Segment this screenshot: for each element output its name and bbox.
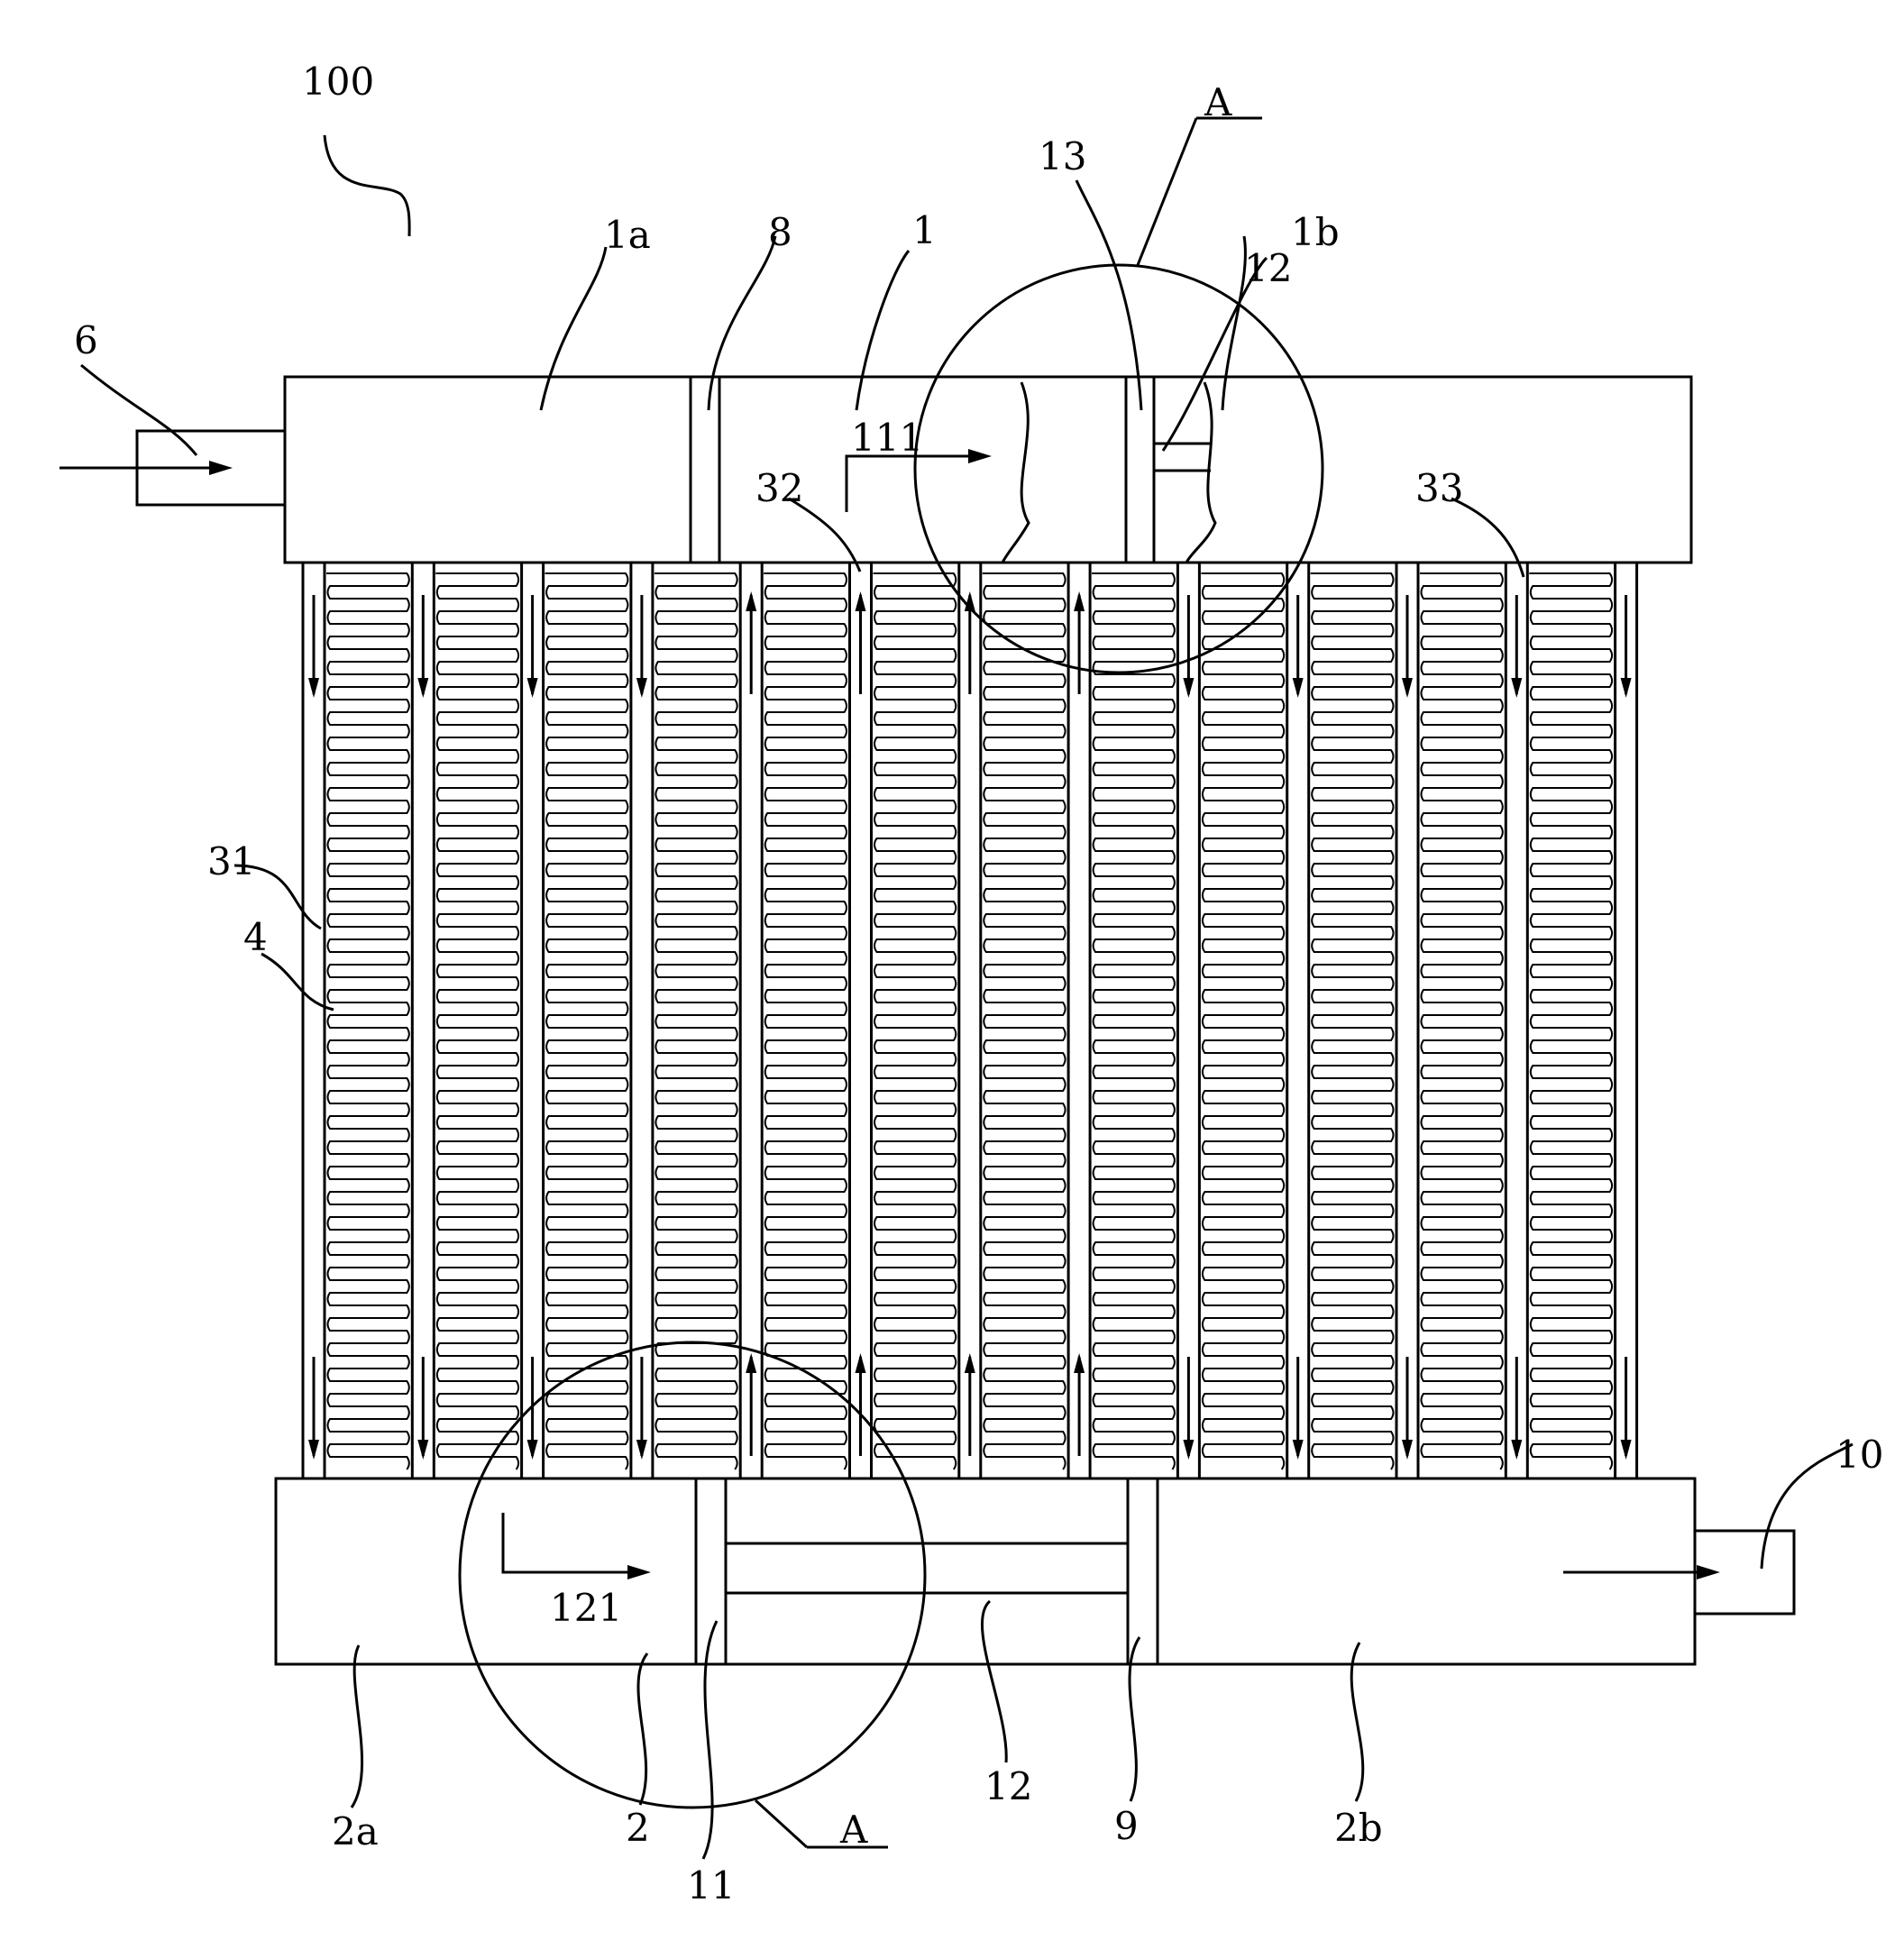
label-9: 9 — [1114, 1804, 1139, 1848]
fin-strip — [1529, 573, 1612, 1469]
fin-strip — [1092, 573, 1175, 1469]
label-1: 1 — [912, 208, 937, 252]
label-13: 13 — [1039, 134, 1086, 179]
flat-tube — [740, 563, 762, 1478]
label-2b: 2b — [1334, 1806, 1383, 1850]
label-12-top: 12 — [1244, 246, 1292, 290]
label-1b: 1b — [1291, 210, 1340, 254]
flat-tube — [303, 563, 325, 1478]
flat-tube — [959, 563, 981, 1478]
label-31: 31 — [207, 839, 255, 883]
label-10: 10 — [1835, 1433, 1883, 1477]
fin-strip — [1311, 573, 1394, 1469]
fin-strip — [1420, 573, 1503, 1469]
flat-tube — [1506, 563, 1527, 1478]
fin-strip — [874, 573, 957, 1469]
label-2a: 2a — [332, 1809, 379, 1854]
inlet-pipe — [60, 431, 285, 505]
flat-tube — [850, 563, 872, 1478]
label-a-bottom: A — [839, 1808, 868, 1852]
flat-tube — [1287, 563, 1309, 1478]
fin-strip — [983, 573, 1066, 1469]
flat-tube — [412, 563, 434, 1478]
fin-strip — [764, 573, 847, 1469]
upper-header — [285, 377, 1691, 563]
label-1a: 1a — [604, 213, 651, 257]
label-2: 2 — [626, 1806, 650, 1850]
fin-strip — [326, 573, 409, 1469]
label-11: 11 — [687, 1863, 735, 1908]
label-12-bottom: 12 — [984, 1764, 1032, 1808]
fin-strip — [1201, 573, 1284, 1469]
label-100: 100 — [302, 60, 374, 104]
label-4: 4 — [243, 915, 268, 959]
label-6: 6 — [74, 318, 98, 362]
label-121: 121 — [550, 1586, 622, 1630]
flat-tube — [631, 563, 653, 1478]
fin-strip — [654, 573, 737, 1469]
label-a-top: A — [1204, 80, 1232, 124]
fin-strip — [435, 573, 518, 1469]
flat-tube — [1068, 563, 1090, 1478]
flat-tube — [1396, 563, 1418, 1478]
lower-header — [276, 1478, 1695, 1664]
label-32: 32 — [755, 466, 803, 510]
flat-tube — [522, 563, 544, 1478]
flat-tube — [1177, 563, 1199, 1478]
label-8: 8 — [768, 210, 792, 254]
label-33: 33 — [1415, 466, 1463, 510]
fin-strip — [545, 573, 628, 1469]
flat-tube — [1616, 563, 1637, 1478]
label-111: 111 — [851, 416, 923, 460]
